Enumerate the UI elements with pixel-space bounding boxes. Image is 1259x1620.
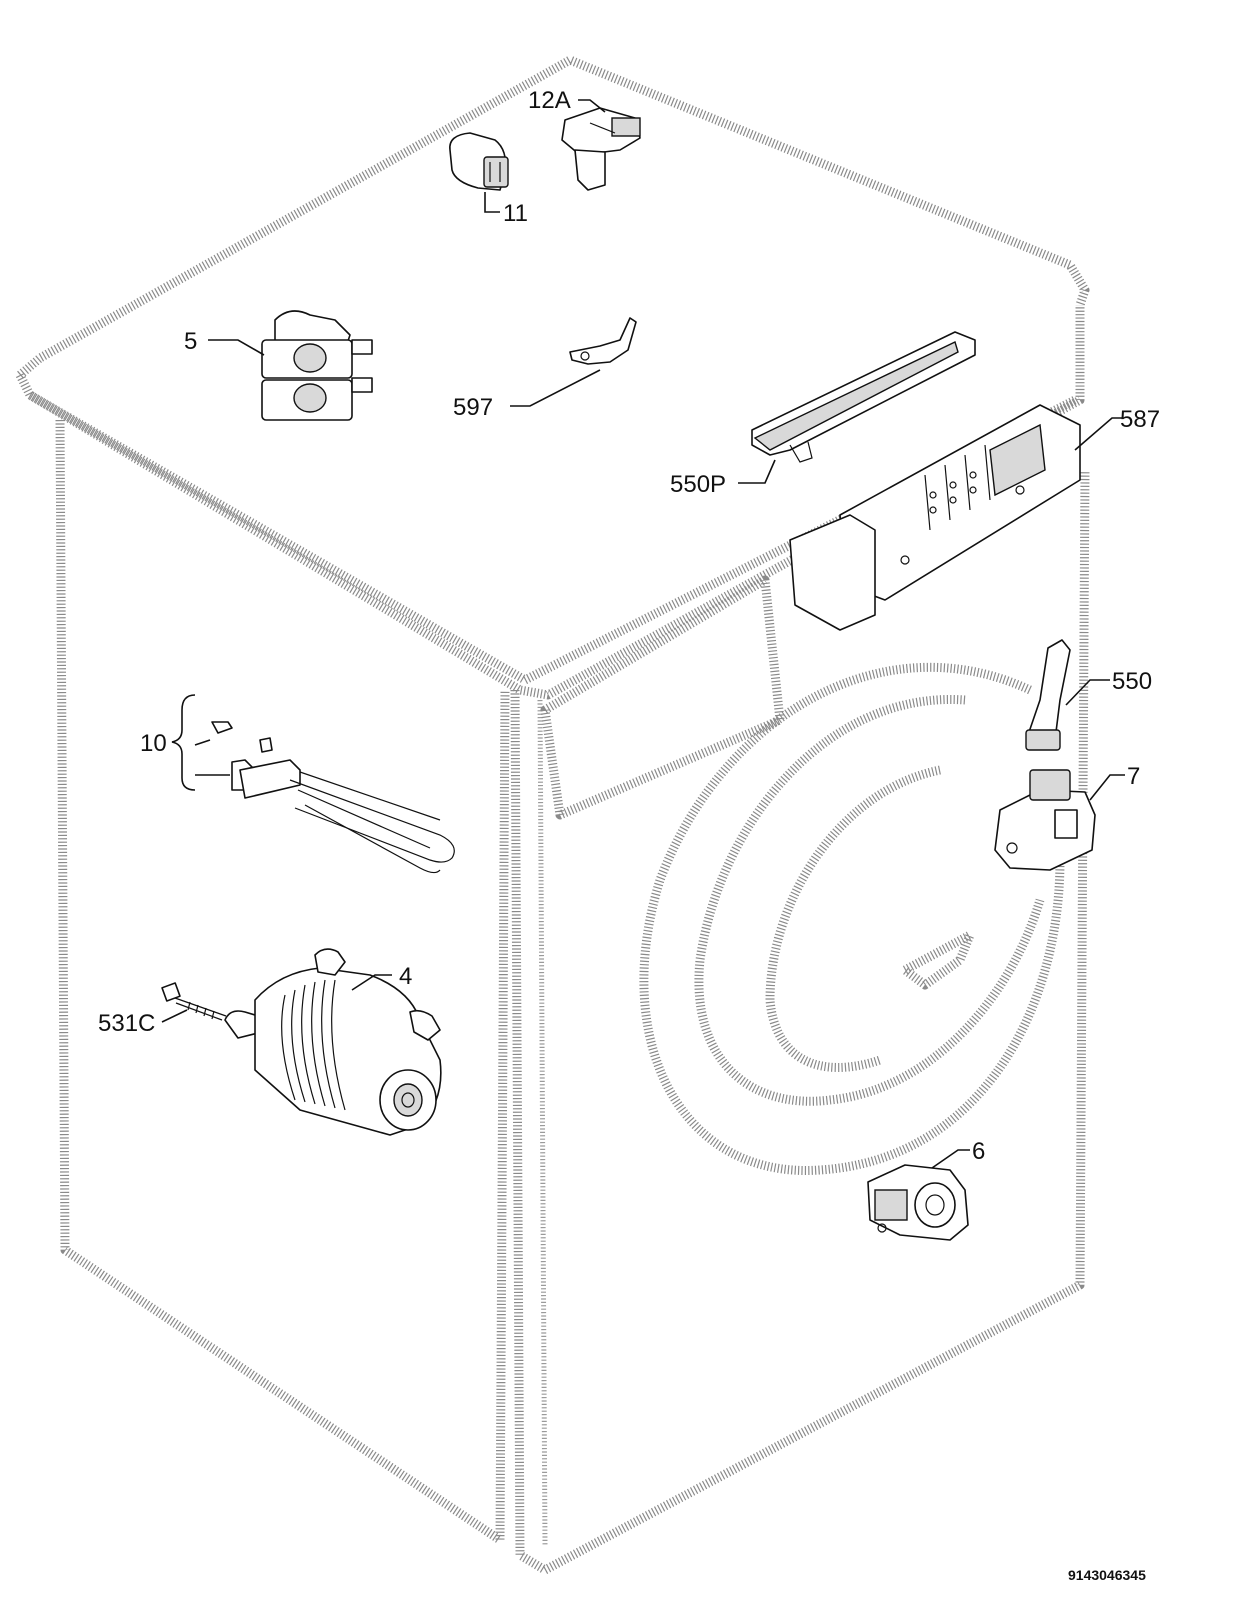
- callout-550: 550: [1112, 668, 1152, 695]
- part-5-inlet-valve[interactable]: 5: [184, 310, 373, 421]
- callout-550P: 550P: [670, 471, 726, 498]
- callout-531C: 531C: [98, 1010, 155, 1037]
- callout-4: 4: [399, 963, 412, 990]
- part-11-capacitor[interactable]: 11: [449, 132, 528, 227]
- part-531C-screw[interactable]: 531C: [98, 982, 227, 1037]
- cabinet-outline: [15, 55, 1090, 1575]
- part-550-door-handle[interactable]: 550: [1025, 639, 1152, 751]
- part-12A-pressure-switch[interactable]: 12A: [528, 87, 641, 191]
- callout-10: 10: [140, 730, 167, 757]
- callout-6: 6: [972, 1138, 985, 1165]
- callout-597: 597: [453, 394, 493, 421]
- part-587-electronic-module[interactable]: 587: [789, 404, 1160, 631]
- part-7-door-interlock[interactable]: 7: [994, 763, 1140, 871]
- part-4-drain-pump-motor[interactable]: 4: [224, 948, 442, 1136]
- callout-5: 5: [184, 328, 197, 355]
- part-10-heating-element[interactable]: 10: [140, 694, 455, 874]
- callout-11: 11: [503, 200, 528, 227]
- callout-12A: 12A: [528, 87, 571, 114]
- part-6-drain-pump[interactable]: 6: [867, 1138, 985, 1241]
- part-550P-control-panel[interactable]: 550P: [670, 331, 976, 498]
- callout-7: 7: [1127, 763, 1140, 790]
- part-597-bracket[interactable]: 597: [453, 317, 637, 421]
- document-number: 9143046345: [1068, 1567, 1146, 1583]
- callout-587: 587: [1120, 406, 1160, 433]
